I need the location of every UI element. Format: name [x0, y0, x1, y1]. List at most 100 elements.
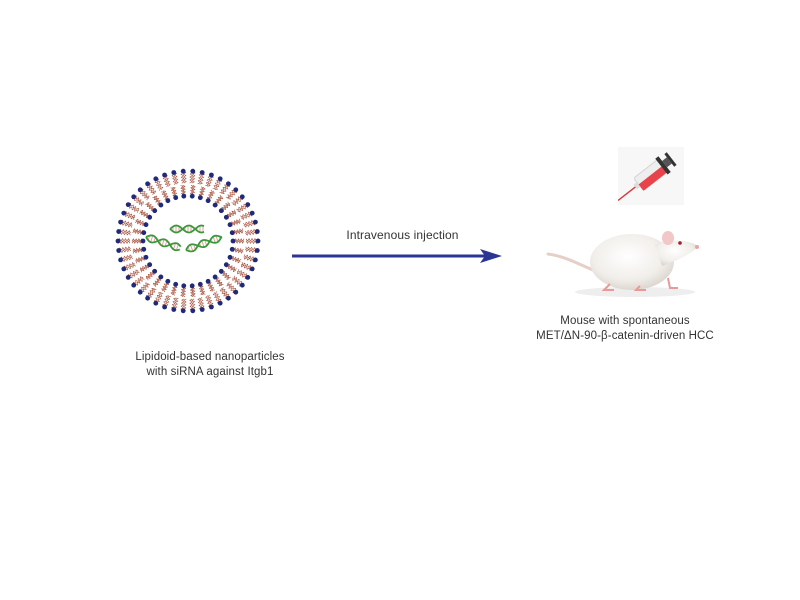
lipid-head: [226, 181, 231, 187]
lipid-tail: [140, 188, 150, 199]
mouse-caption-line1: Mouse with spontaneous: [560, 315, 690, 327]
sirna-strand: [169, 224, 205, 234]
lipid-head: [162, 304, 167, 310]
sirna-strand: [145, 234, 182, 252]
lipid-head: [121, 210, 127, 216]
lipid-tail: [120, 219, 133, 226]
lipid-head: [245, 202, 251, 207]
sirna-double-helix-icon: [145, 224, 223, 253]
lipid-head: [180, 168, 186, 174]
lipid-head: [118, 219, 123, 225]
lipid-head: [217, 176, 223, 182]
lipid-tail: [182, 170, 187, 184]
lipid-head: [190, 308, 196, 314]
lipid-tail: [118, 246, 131, 251]
lipid-tail: [128, 202, 139, 211]
lipid-tail: [138, 190, 148, 201]
lipid-tail: [123, 210, 135, 219]
lipid-tail: [173, 172, 179, 185]
lipid-tail: [221, 183, 230, 195]
lipid-tail: [231, 194, 242, 204]
arrow-label: Intravenous injection: [346, 228, 459, 242]
lipid-head: [153, 300, 159, 306]
lipid-tail: [153, 292, 162, 304]
lipid-head: [205, 278, 211, 284]
lipid-tail: [212, 292, 221, 304]
lipid-head: [255, 238, 261, 244]
lipid-head: [171, 307, 177, 312]
lipid-head: [147, 214, 153, 220]
lipid-tail: [118, 228, 131, 234]
lipid-tail: [226, 283, 236, 294]
lipid-head: [197, 281, 203, 287]
lipid-head: [254, 229, 260, 234]
lipid-head: [190, 168, 196, 174]
lipid-head: [189, 283, 195, 289]
lipid-head: [254, 248, 260, 253]
lipid-head: [245, 275, 251, 280]
lipid-head: [233, 289, 239, 295]
lipid-tail: [245, 231, 258, 236]
lipid-tail: [243, 256, 256, 263]
lipid-tail: [232, 277, 243, 287]
lipid-head: [162, 172, 167, 178]
lipid-head: [173, 281, 179, 287]
lipid-head: [218, 268, 224, 274]
lipid-tail: [162, 295, 169, 308]
lipid-tail: [232, 196, 243, 206]
lipid-tail: [237, 271, 248, 280]
lipid-tail: [207, 294, 214, 307]
mouse-icon: [546, 231, 699, 297]
lipid-head: [165, 278, 171, 284]
lipid-head: [239, 282, 245, 288]
lipid-head: [212, 274, 218, 280]
lipid-head: [209, 304, 214, 310]
lipid-head: [141, 230, 147, 236]
lipid-head: [181, 283, 187, 289]
lipid-head: [143, 222, 149, 228]
lipid-head: [121, 266, 127, 272]
lipid-head: [137, 187, 143, 193]
lipid-tail: [139, 282, 149, 293]
lipid-tail: [237, 204, 249, 213]
lipid-head: [229, 230, 235, 236]
lipid-tail: [197, 297, 203, 310]
lipid-head: [180, 308, 186, 314]
nanoparticle-caption: Lipidoid-based nanoparticles with siRNA …: [95, 350, 325, 380]
lipid-head: [227, 222, 233, 228]
lipid-head: [171, 170, 177, 175]
lipid-head: [218, 208, 224, 214]
lipid-bilayer: [115, 168, 261, 314]
nanoparticle-caption-line1: Lipidoid-based nanoparticles: [135, 351, 285, 363]
lipid-head: [131, 194, 137, 200]
lipid-tail: [228, 281, 238, 292]
lipid-tail: [127, 269, 139, 278]
lipid-head: [181, 193, 187, 199]
lipid-head: [116, 248, 122, 253]
lipid-tail: [180, 298, 185, 312]
lipid-head: [199, 170, 205, 175]
lipid-tail: [205, 295, 212, 308]
lipid-tail: [227, 189, 237, 200]
lipid-tail: [117, 238, 131, 242]
lipid-head: [223, 214, 229, 220]
lipid-nanoparticle-icon: [115, 168, 261, 314]
lipid-tail: [164, 174, 171, 187]
lipid-tail: [241, 263, 253, 272]
lipid-tail: [191, 170, 196, 184]
syringe-icon: [618, 147, 684, 205]
lipid-tail: [199, 172, 205, 185]
lipid-head: [199, 307, 205, 312]
lipid-head: [145, 181, 150, 187]
lipid-head: [131, 282, 137, 288]
lipid-head: [143, 254, 149, 260]
lipid-head: [147, 262, 153, 268]
lipid-tail: [147, 183, 157, 194]
lipid-tail: [134, 278, 145, 288]
lipid-head: [253, 257, 258, 263]
lipid-tail: [155, 178, 164, 190]
lipid-head: [205, 198, 211, 204]
lipid-head: [189, 193, 195, 199]
lipid-head: [173, 195, 179, 201]
lipid-head: [227, 254, 233, 260]
